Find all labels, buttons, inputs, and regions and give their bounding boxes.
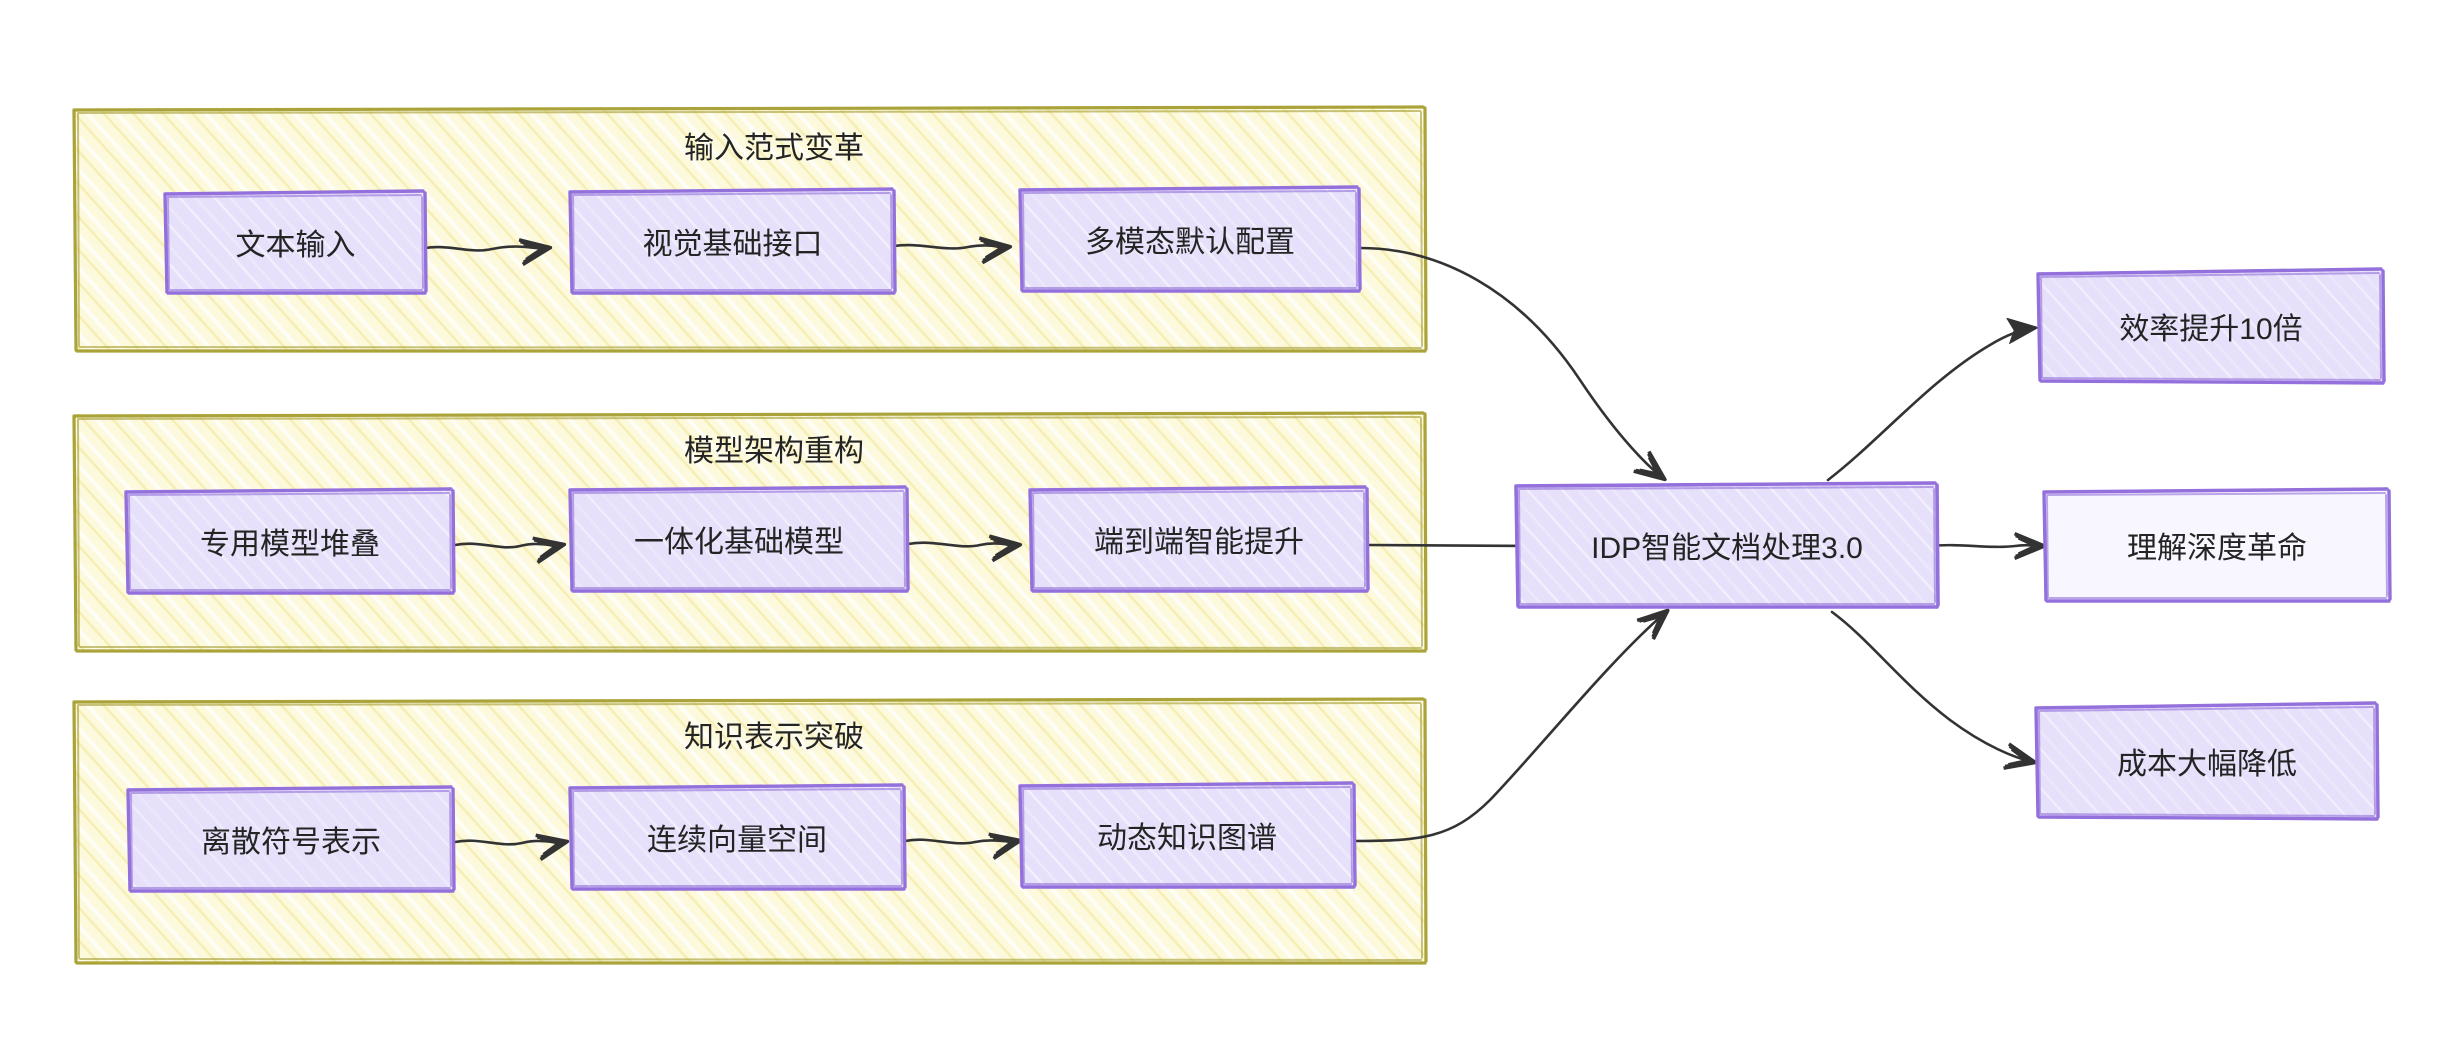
edge-n4-n5 bbox=[453, 536, 567, 564]
edge-hub-o2 bbox=[1928, 531, 2047, 561]
edge-hub-o3 bbox=[1830, 610, 2038, 770]
node-discrete-symbol-representation[interactable] bbox=[126, 785, 456, 893]
edge-n1-n2 bbox=[423, 238, 553, 266]
edge-n7-n8 bbox=[453, 833, 570, 861]
node-multimodal-default-config[interactable] bbox=[1018, 185, 1362, 293]
node-cost-reduction[interactable] bbox=[2034, 701, 2380, 821]
node-unified-foundation-model[interactable] bbox=[568, 485, 910, 593]
node-specialized-model-stack[interactable] bbox=[124, 487, 456, 595]
edge-n5-n6 bbox=[906, 534, 1023, 563]
node-efficiency-10x[interactable] bbox=[2036, 267, 2386, 385]
edge-hub-o1 bbox=[1826, 328, 2034, 482]
edge-n3-hub bbox=[1358, 246, 1667, 482]
node-visual-base-interface[interactable] bbox=[568, 187, 897, 295]
node-understanding-depth-revolution[interactable] bbox=[2042, 487, 2392, 603]
node-continuous-vector-space[interactable] bbox=[568, 783, 907, 891]
node-idp-hub[interactable] bbox=[1514, 481, 1940, 609]
edge-n8-n9 bbox=[903, 832, 1023, 860]
node-text-input[interactable] bbox=[163, 189, 428, 295]
edge-n9-hub bbox=[1354, 608, 1670, 843]
node-dynamic-knowledge-graph[interactable] bbox=[1018, 781, 1357, 889]
edge-layer bbox=[423, 236, 2047, 861]
node-end-to-end-intelligence[interactable] bbox=[1028, 485, 1370, 593]
edge-n2-n3 bbox=[892, 236, 1013, 265]
